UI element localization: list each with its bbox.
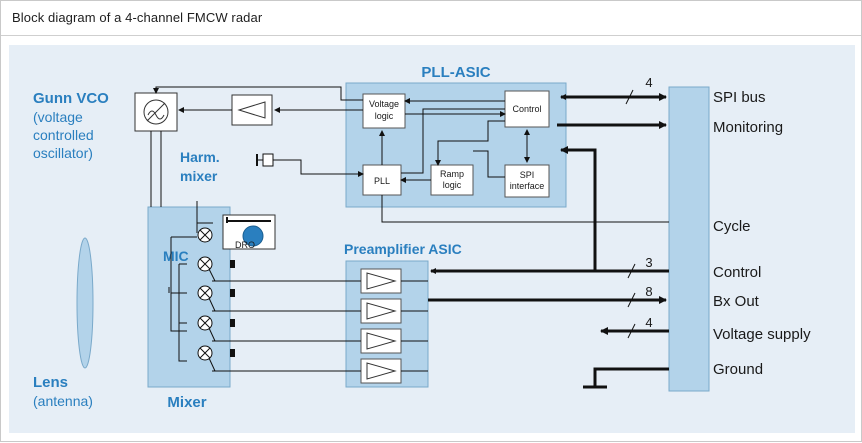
- preamp-channel-2: [360, 298, 402, 324]
- gunn-vco-label: Gunn VCO: [33, 90, 109, 107]
- mixer-block: [147, 206, 231, 388]
- mic-label: MIC: [163, 248, 189, 264]
- harm-mixer-label-1: Harm.: [180, 149, 220, 165]
- voltage-supply-line: [600, 323, 669, 339]
- voltage-supply-width: 4: [645, 315, 652, 330]
- preamp-channel-4: [360, 358, 402, 384]
- title-bar: Block diagram of a 4-channel FMCW radar: [1, 1, 861, 36]
- control-bus-line: [430, 263, 669, 279]
- lens-label: Lens: [33, 374, 68, 391]
- preamp-channel-1: [360, 268, 402, 294]
- preamplifier-asic-label: Preamplifier ASIC: [344, 241, 462, 257]
- control-box-label: Control: [512, 104, 541, 114]
- bx-out-label: Bx Out: [713, 293, 760, 310]
- voltage-logic-box: [362, 93, 406, 129]
- ground-line: [583, 367, 669, 389]
- pll-asic-label: PLL-ASIC: [421, 64, 490, 81]
- gunn-vco-desc-1: (voltage: [33, 109, 83, 125]
- voltage-logic-label-1: Voltage: [369, 99, 399, 109]
- mixer-label: Mixer: [167, 394, 206, 411]
- mixer-diode-2: [197, 285, 235, 301]
- lens-desc: (antenna): [33, 393, 93, 409]
- control-box: [504, 90, 550, 128]
- mixer-diode-3: [197, 315, 235, 331]
- pll-box-label: PLL: [374, 176, 390, 186]
- voltage-supply-label: Voltage supply: [713, 326, 811, 343]
- harm-mixer-label-2: mixer: [180, 168, 218, 184]
- connector-bar: [668, 86, 710, 392]
- dro-resonator: DRO: [222, 214, 276, 250]
- spi-bus-line: [560, 89, 667, 105]
- bx-out-width: 8: [645, 284, 652, 299]
- ramp-logic-label-1: Ramp: [440, 169, 464, 179]
- ramp-logic-label-2: logic: [443, 180, 462, 190]
- mixer-diode-top: [197, 227, 213, 243]
- dro-label: DRO: [235, 240, 255, 250]
- mixer-internal-wires: [168, 201, 213, 362]
- cycle-label: Cycle: [713, 218, 751, 235]
- control-label: Control: [713, 264, 761, 281]
- control-bus-width: 3: [645, 255, 652, 270]
- voltage-logic-label-2: logic: [375, 111, 394, 121]
- pll-box: [362, 164, 402, 196]
- buffer-amplifier: [231, 94, 273, 126]
- spi-interface-label-1: SPI: [520, 170, 535, 180]
- mixer-to-preamp-wires: [208, 268, 361, 372]
- harmonic-mixer-symbol: [256, 153, 274, 167]
- spi-interface-box: [504, 164, 550, 198]
- ground-label: Ground: [713, 361, 763, 378]
- spi-bus-label: SPI bus: [713, 89, 766, 106]
- lens-shape: [76, 237, 94, 369]
- preamp-outputs: [401, 280, 428, 372]
- control-to-pll-line: [560, 146, 669, 273]
- gunn-vco-desc-3: oscillator): [33, 145, 93, 161]
- preamp-channel-3: [360, 328, 402, 354]
- pll-internal-wires: [379, 98, 530, 183]
- vco-symbol: [134, 92, 178, 132]
- monitoring-label: Monitoring: [713, 119, 783, 136]
- bx-out-line: [428, 292, 667, 308]
- diagram-title: Block diagram of a 4-channel FMCW radar: [12, 10, 263, 25]
- spi-bus-width: 4: [645, 75, 652, 90]
- mixer-diode-1: [197, 256, 235, 272]
- gunn-vco-desc-2: controlled: [33, 127, 94, 143]
- spi-interface-label-2: interface: [510, 181, 545, 191]
- ramp-logic-box: [430, 164, 474, 196]
- mixer-diode-4: [197, 345, 235, 361]
